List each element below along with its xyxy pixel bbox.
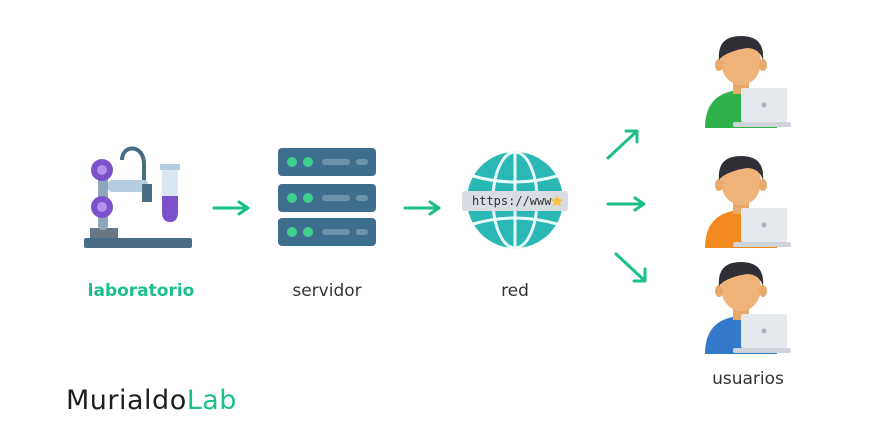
label-servidor: servidor (292, 281, 362, 301)
logo-text-head: Murialdo (66, 385, 187, 416)
arrow-right-icon (606, 196, 646, 212)
arrow-right-icon (403, 200, 441, 216)
arrow-down-right-icon (614, 252, 647, 283)
label-usuarios: usuarios (712, 369, 784, 389)
arrow-up-right-icon (606, 129, 639, 160)
server-rack-icon (276, 146, 378, 252)
user-with-laptop-icon (703, 150, 793, 254)
url-bar-text: https://www (472, 194, 552, 208)
label-laboratorio: laboratorio (87, 281, 195, 301)
user-with-laptop-icon (703, 256, 793, 360)
globe-browser-icon: https://www (460, 148, 570, 254)
brand-logo: Murialdo Lab (66, 385, 237, 416)
arrow-right-icon (212, 200, 250, 216)
user-with-laptop-icon (703, 30, 793, 134)
lab-robot-arm-icon (82, 140, 194, 256)
logo-text-tail: Lab (186, 385, 237, 416)
label-red: red (501, 281, 529, 301)
